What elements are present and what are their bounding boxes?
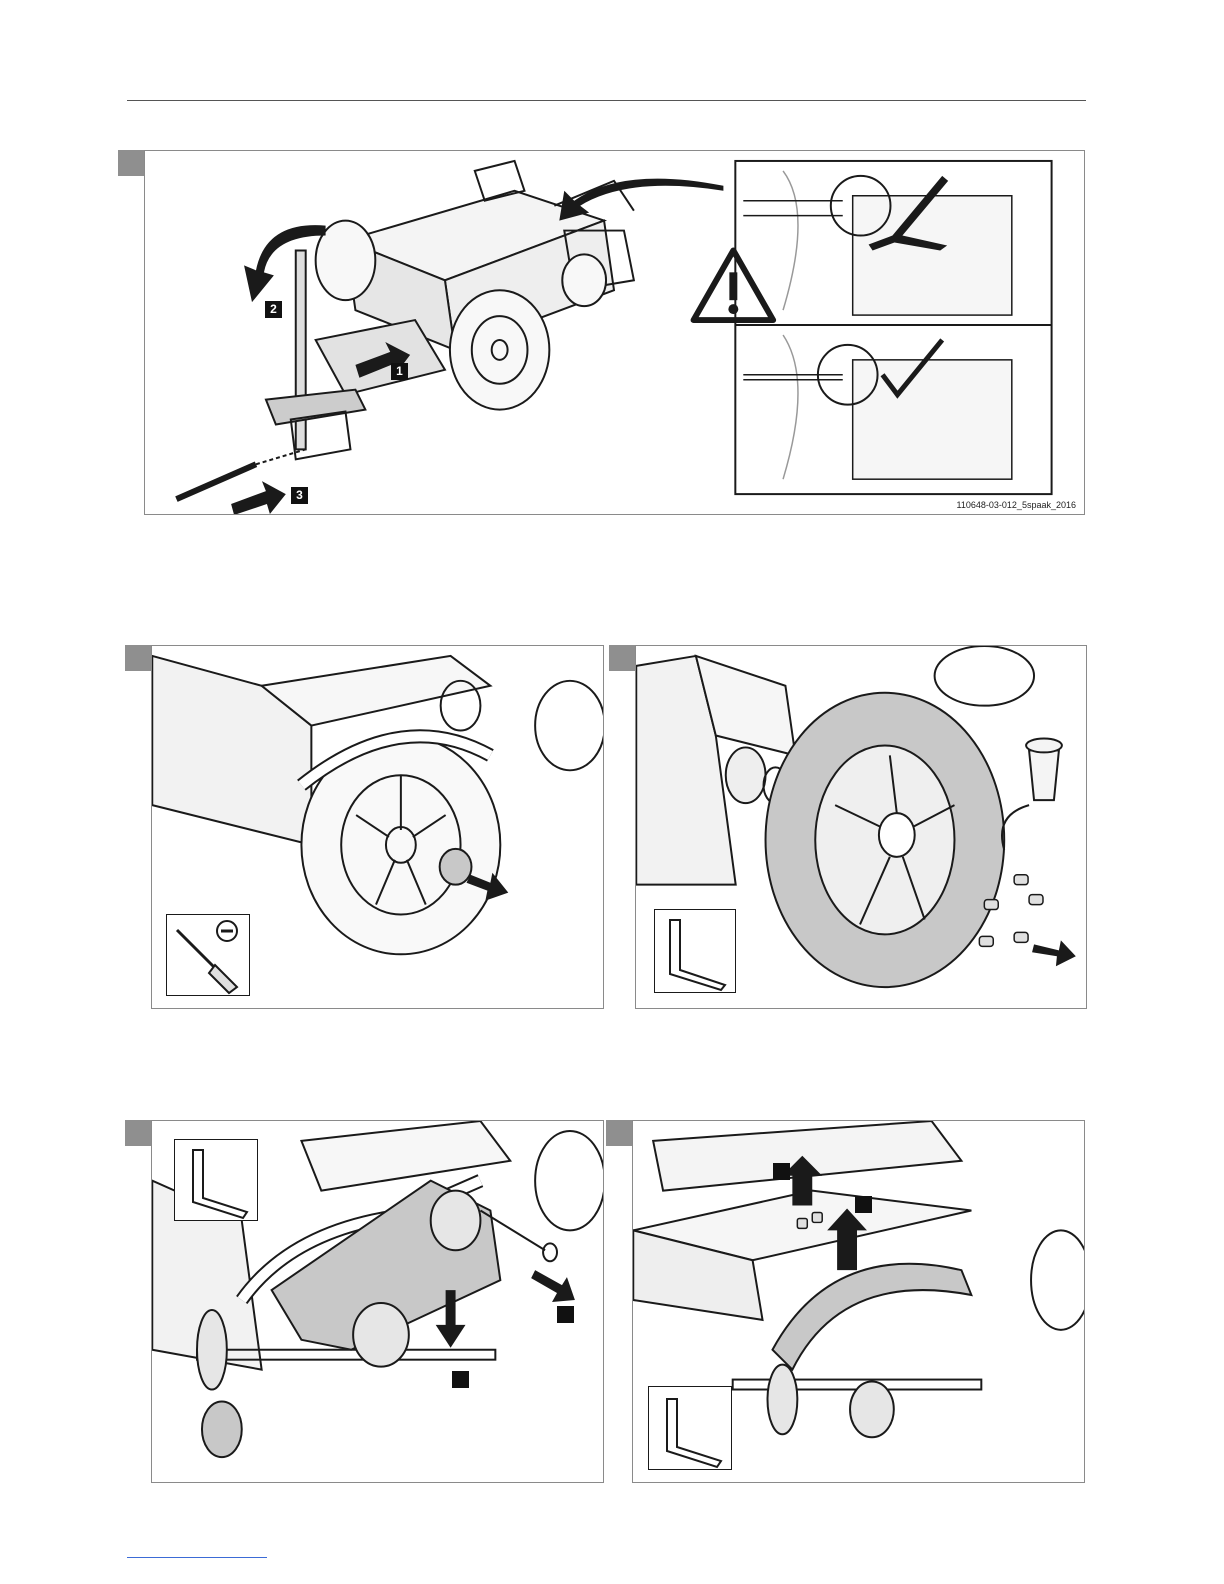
warning-triangle-icon [694, 250, 774, 320]
waste-bin-icon [1002, 738, 1062, 849]
detail-inset [735, 161, 1051, 494]
step-badge-1: 1 [391, 363, 408, 380]
figure-remove-motor [151, 1120, 604, 1483]
figure-tab-1 [118, 150, 144, 176]
figure-remove-fender [632, 1120, 1085, 1483]
figure-lift-illustration [145, 151, 1084, 514]
step-badge-fender-b [855, 1196, 872, 1213]
figure-tab-3 [609, 645, 635, 671]
figure-lift-platform: 1 2 3 110648-03-012_5spaak_2016 [144, 150, 1085, 515]
hub-cap [440, 849, 472, 885]
step-badge-motor-a [452, 1371, 469, 1388]
hex-key-icon [648, 1386, 732, 1470]
figure-tab-5 [606, 1120, 632, 1146]
figure-tab-2 [125, 645, 151, 671]
direction-arrow [1032, 940, 1076, 966]
footer-link-underline[interactable] [127, 1557, 267, 1558]
step-badge-motor-b [557, 1306, 574, 1323]
header-rule [127, 100, 1086, 101]
figure-remove-wheel [635, 645, 1087, 1009]
figure-caption: 110648-03-012_5spaak_2016 [957, 500, 1076, 510]
step-badge-2: 2 [265, 301, 282, 318]
hex-key-icon [174, 1139, 258, 1221]
flat-screwdriver-icon [166, 914, 250, 996]
figure-tab-4 [125, 1120, 151, 1146]
step-badge-fender-a [773, 1163, 790, 1180]
hex-key-icon [654, 909, 736, 993]
step-badge-3: 3 [291, 487, 308, 504]
figure-remove-hub-cap [151, 645, 604, 1009]
fender-highlight [772, 1264, 971, 1370]
